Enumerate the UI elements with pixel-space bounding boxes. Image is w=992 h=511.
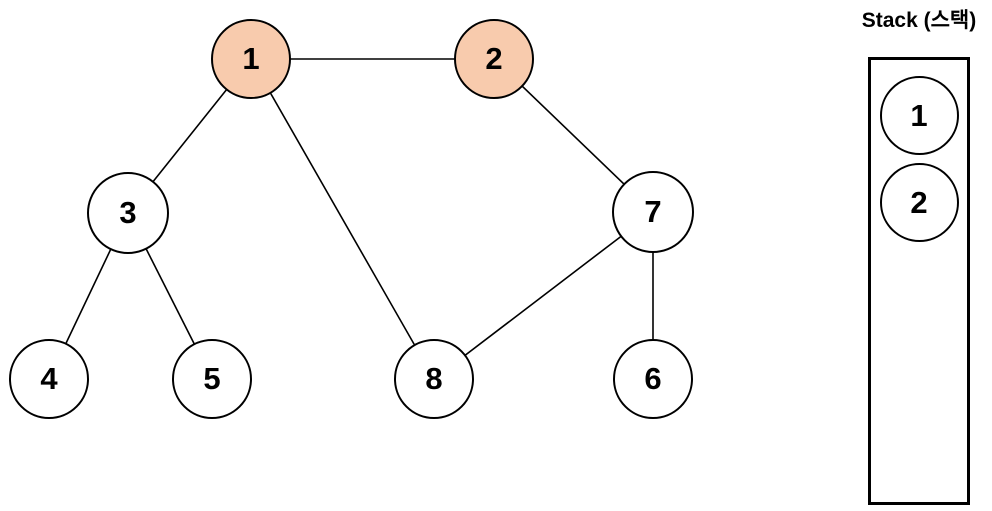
graph-node-2: 2 (454, 19, 534, 99)
graph-node-6: 6 (613, 339, 693, 419)
edge-1-8 (250, 58, 435, 380)
graph-node-8: 8 (394, 339, 474, 419)
graph-node-7: 7 (612, 171, 694, 253)
stack-title: Stack (스택) (861, 9, 977, 32)
stack-item-1: 1 (879, 76, 959, 155)
graph-node-5: 5 (172, 339, 252, 419)
graph-node-4: 4 (9, 339, 89, 419)
stack-item-2: 2 (879, 163, 959, 242)
edge-7-8 (433, 211, 654, 380)
graph-node-1: 1 (211, 19, 291, 99)
graph-node-3: 3 (87, 172, 169, 254)
